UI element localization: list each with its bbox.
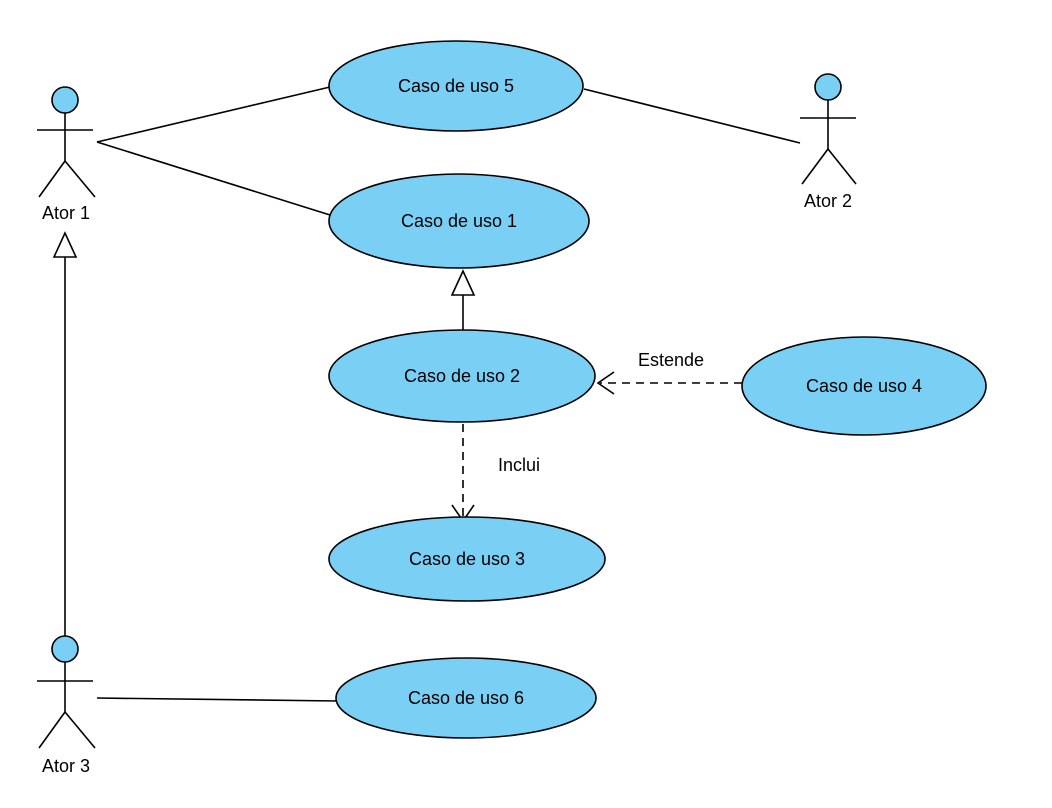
actor-3[interactable]: Ator 3 <box>37 635 96 776</box>
actor-2[interactable]: Ator 2 <box>800 73 857 211</box>
generalization-arrowhead-ator1 <box>52 231 78 258</box>
use-case-2-label: Caso de uso 2 <box>404 366 520 386</box>
use-case-1[interactable]: Caso de uso 1 <box>328 173 590 269</box>
use-case-3-label: Caso de uso 3 <box>409 549 525 569</box>
association-ator1-uc1 <box>96 141 331 216</box>
generalization-arrowhead-uc1 <box>450 269 476 296</box>
extend-label: Estende <box>638 350 704 370</box>
use-case-6-label: Caso de uso 6 <box>408 688 524 708</box>
use-case-2[interactable]: Caso de uso 2 <box>328 329 596 423</box>
use-case-6[interactable]: Caso de uso 6 <box>335 657 597 739</box>
use-case-5-label: Caso de uso 5 <box>398 76 514 96</box>
actor-1-head <box>51 86 79 114</box>
association-uc5-ator2 <box>583 88 801 144</box>
use-case-1-label: Caso de uso 1 <box>401 211 517 231</box>
actor-1[interactable]: Ator 1 <box>37 86 96 223</box>
include-label: Inclui <box>498 455 540 475</box>
actor-2-head <box>814 73 842 101</box>
actor-1-label: Ator 1 <box>42 203 90 223</box>
use-case-5[interactable]: Caso de uso 5 <box>328 40 584 132</box>
extend-arrowhead <box>596 371 615 395</box>
use-case-4[interactable]: Caso de uso 4 <box>741 336 987 436</box>
actor-2-label: Ator 2 <box>804 191 852 211</box>
association-ator3-uc6 <box>96 697 338 702</box>
actor-3-label: Ator 3 <box>42 756 90 776</box>
association-ator1-uc5 <box>96 86 331 143</box>
actor-3-head <box>51 635 79 663</box>
use-case-3[interactable]: Caso de uso 3 <box>328 516 606 602</box>
use-case-4-label: Caso de uso 4 <box>806 376 922 396</box>
